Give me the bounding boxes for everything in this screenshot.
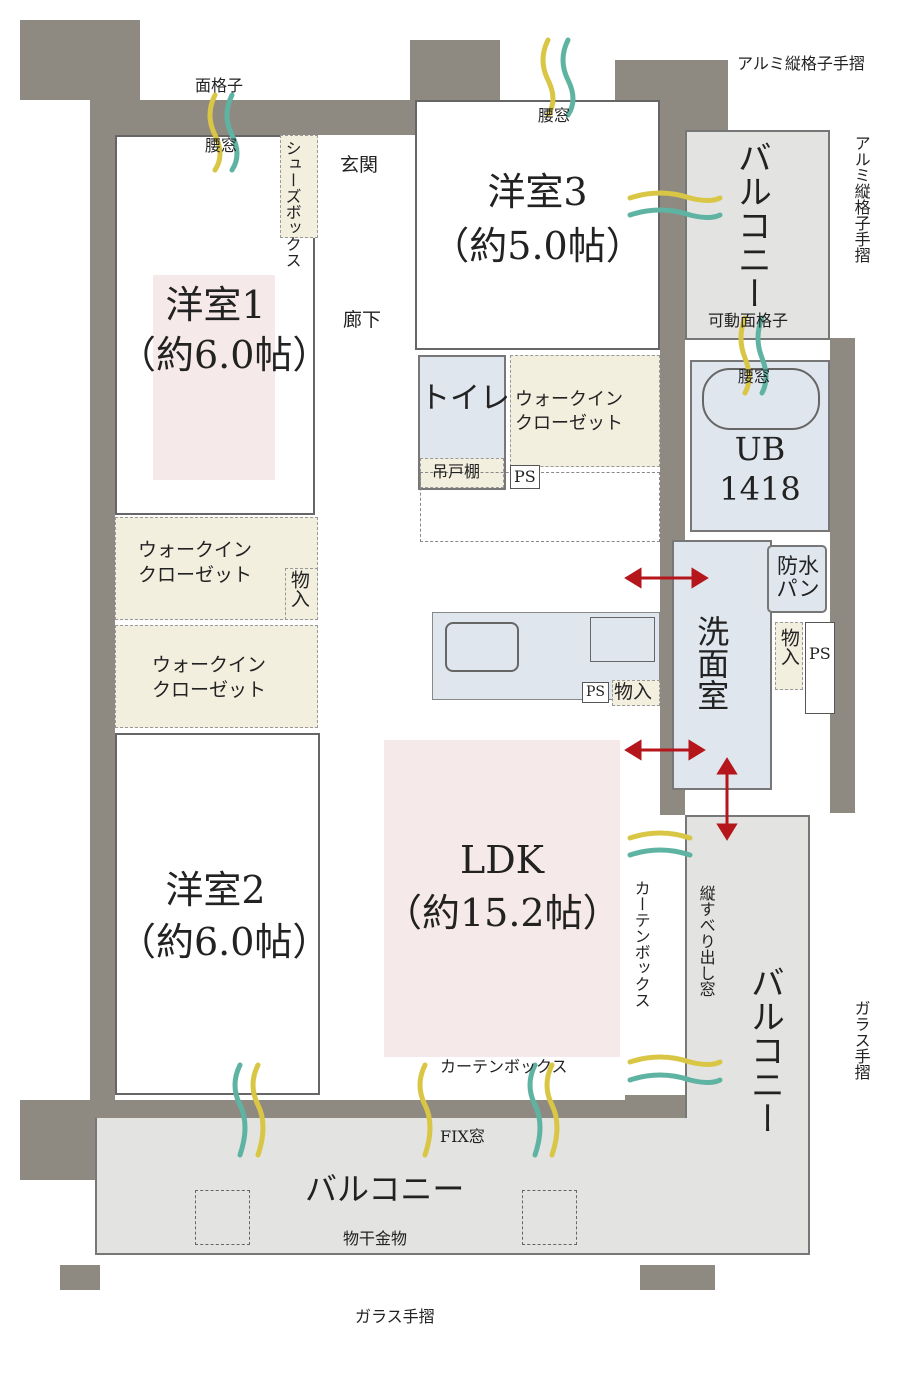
- washroom-label: 洗面室: [692, 615, 731, 711]
- stove: [590, 617, 655, 662]
- fix-window-label: FIX窓: [440, 1127, 485, 1146]
- movable-grille-label: 可動面格子: [708, 311, 789, 330]
- wic1-line2: クローゼット: [138, 564, 253, 586]
- western1-size: （約6.0帖）: [118, 333, 331, 377]
- western2-size: （約6.0帖）: [118, 920, 331, 964]
- wall-foot-right: [640, 1265, 715, 1290]
- window-label-w1: 腰窓: [205, 136, 238, 155]
- wall-far-right: [830, 338, 855, 813]
- balcony-right-label: バルコニー: [744, 965, 785, 1135]
- wall-bottom: [20, 1100, 650, 1120]
- wall-foot-left: [60, 1265, 100, 1290]
- entrance-label: 玄関: [340, 154, 379, 176]
- glass-handrail-side: ガラス手摺: [851, 1000, 871, 1080]
- room-western-2: [115, 733, 320, 1095]
- western3-name: 洋室3: [487, 170, 588, 214]
- balcony-bottom: [95, 1118, 810, 1255]
- wic2-line1: ウォークイン: [152, 654, 267, 676]
- western3-size: （約5.0帖）: [431, 224, 644, 268]
- waterproof-pan-label: 防水パン: [776, 554, 820, 602]
- window-label-w3: 腰窓: [538, 106, 571, 125]
- toilet-label: トイレ: [420, 381, 510, 416]
- wic-2: [115, 625, 318, 728]
- ps-wash: PS: [805, 622, 835, 714]
- room-highlight-1: [153, 275, 275, 480]
- storage-wash-label: 物入: [777, 628, 800, 666]
- ldk-name: LDK: [459, 838, 545, 882]
- room-western-3: [415, 100, 660, 350]
- ldk-size: （約15.2帖）: [384, 891, 621, 935]
- ub-size: 1418: [719, 470, 801, 508]
- ldk-highlight: [384, 740, 620, 1057]
- curtain-box-vertical: カーテンボックス: [631, 880, 651, 1008]
- wic1-line1: ウォークイン: [138, 539, 253, 561]
- wall-left: [90, 100, 115, 1110]
- curtain-box-horizontal: カーテンボックス: [440, 1057, 568, 1076]
- shoebox: [280, 135, 318, 238]
- storage-1: [285, 568, 318, 620]
- drain-left: [195, 1190, 250, 1245]
- storage-kitchen-label: 物入: [614, 681, 653, 703]
- ps-kitchen: PS: [582, 682, 610, 704]
- ub-name: UB: [734, 430, 786, 468]
- balcony-bottom-label: バルコニー: [305, 1170, 465, 1208]
- alu-handrail-side: アルミ縦格子手摺: [851, 135, 871, 263]
- storage-ceiling: [420, 472, 660, 542]
- hanging-shelf-label: 吊戸棚: [432, 462, 481, 481]
- wic3-line1: ウォークイン: [515, 389, 623, 410]
- grille-label-top: 面格子: [195, 76, 244, 95]
- shoebox-label: シューズボックス: [282, 140, 302, 268]
- storage-1-label: 物入: [287, 570, 310, 608]
- alu-handrail-top: アルミ縦格子手摺: [737, 54, 865, 73]
- drying-hardware-label: 物干金物: [343, 1229, 408, 1248]
- western2-name: 洋室2: [165, 868, 266, 912]
- drain-right: [522, 1190, 577, 1245]
- balcony-top-right: [685, 130, 830, 340]
- wic2-line2: クローゼット: [152, 679, 267, 701]
- ps-toilet: PS: [510, 465, 540, 489]
- wic-3: [510, 355, 660, 467]
- balcony-top-label: バルコニー: [731, 140, 772, 310]
- waterproof-pan: [767, 545, 827, 613]
- sink: [445, 622, 519, 672]
- wall-top-left: [20, 20, 140, 100]
- glass-handrail-bottom: ガラス手摺: [355, 1307, 435, 1326]
- wall-top-mid: [410, 40, 500, 100]
- storage-kitchen: [612, 680, 660, 706]
- wic3-line2: クローゼット: [515, 413, 623, 434]
- storage-wash: [775, 622, 803, 690]
- corridor-label: 廊下: [343, 309, 382, 331]
- wall-top: [90, 100, 420, 135]
- ub-window-label: 腰窓: [738, 367, 771, 386]
- western1-name: 洋室1: [165, 283, 266, 327]
- vertical-window-label: 縦すべり出し窓: [696, 885, 716, 997]
